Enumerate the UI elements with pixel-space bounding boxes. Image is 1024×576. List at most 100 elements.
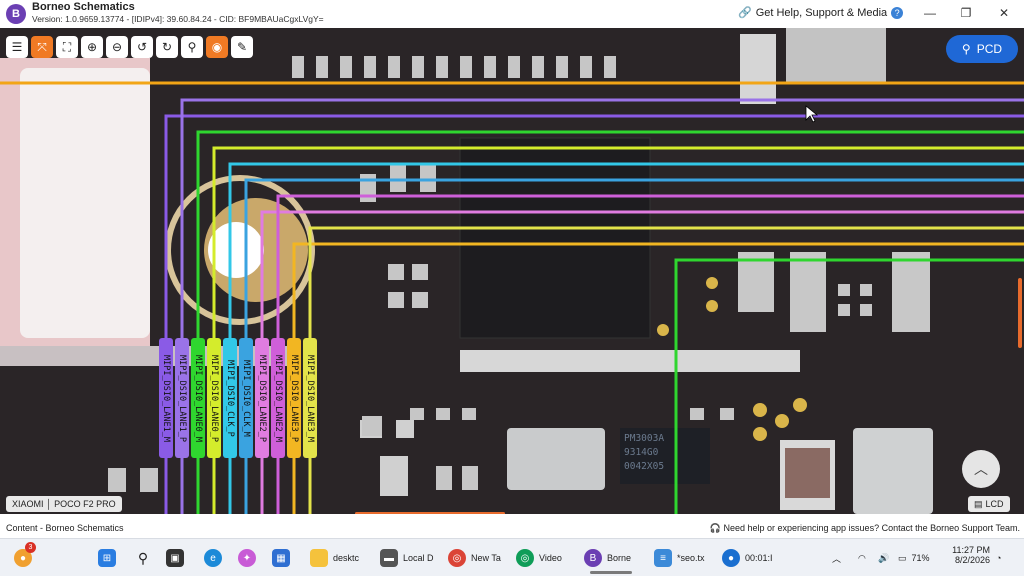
taskbar-weather[interactable]: ● — [14, 547, 32, 569]
taskbar-copilot[interactable]: ✦ — [238, 547, 256, 569]
component-low-3 — [396, 420, 414, 438]
layer-label[interactable]: ▤ LCD — [968, 496, 1010, 512]
close-button[interactable]: ✕ — [998, 6, 1010, 20]
pmic-chip — [620, 428, 710, 484]
component-mid — [738, 252, 774, 312]
taskbar-item-explorer[interactable]: desktc — [310, 547, 359, 569]
app-logo-icon: B — [6, 4, 26, 24]
taskbar-label: desktc — [333, 553, 360, 563]
net-tag-lane2-m[interactable]: MIPI_DSI0_LANE2_M — [271, 338, 285, 458]
trace-green-lower — [674, 258, 1024, 514]
mouse-icon: ◉ — [211, 40, 223, 54]
status-left-text: Content - Borneo Schematics — [6, 523, 124, 533]
search-icon: ⚲ — [137, 549, 149, 566]
search-icon: ⚲ — [187, 40, 197, 54]
tray-wifi[interactable]: ◠ — [858, 547, 866, 569]
vertical-scrollbar[interactable] — [1018, 278, 1022, 348]
taskbar-task-view[interactable]: ▣ — [166, 547, 184, 569]
taskbar-item-local-disk[interactable]: ▬ Local D — [380, 547, 434, 569]
rotate-left-icon: ↺ — [136, 40, 148, 54]
support-link[interactable]: 🎧 Need help or experiencing app issues? … — [710, 523, 1020, 534]
trace-lane2-p — [260, 210, 1024, 338]
notification-badge: 3 — [25, 542, 36, 553]
tray-volume[interactable]: 🔊 — [878, 547, 889, 569]
trace-lane0-p — [212, 146, 1024, 338]
zoom-in-button[interactable]: ⊕ — [81, 36, 103, 58]
list-icon: ☰ — [11, 40, 23, 54]
clock-date: 8/2/2026 — [954, 555, 990, 565]
net-tag-lane0-p[interactable]: MIPI_DSI0_LANE0_P — [207, 338, 221, 458]
pcd-button[interactable]: ⚲ PCD — [946, 35, 1018, 63]
taskbar-item-recorder[interactable]: ● 00:01:I — [722, 547, 773, 569]
tray-battery[interactable]: ▭ 71% — [898, 547, 930, 569]
windows-icon: ⊞ — [98, 549, 116, 567]
net-tag-lane1-m[interactable]: MIPI_DSI0_LANE1_M — [159, 338, 173, 458]
notepad-icon: ≡ — [654, 549, 672, 567]
trace-lane1-p — [180, 98, 1024, 338]
start-button[interactable]: ⊞ — [98, 547, 116, 569]
scroll-up-button[interactable]: ︿ — [962, 450, 1000, 488]
horizontal-scrollbar[interactable] — [355, 512, 505, 514]
taskbar-edge[interactable]: e — [204, 547, 222, 569]
fit-icon: ⤧ — [37, 39, 47, 54]
search-button[interactable]: ⚲ — [181, 36, 203, 58]
minimize-button[interactable]: — — [924, 6, 936, 20]
recorder-icon: ● — [722, 549, 740, 567]
notification-bell-icon: ◔ — [996, 553, 1002, 563]
fullscreen-button[interactable]: ⛶ — [56, 36, 78, 58]
chip-marking-line-2: 9314G0 — [624, 447, 659, 458]
borneo-icon: B — [584, 549, 602, 567]
draw-icon: ✎ — [236, 40, 248, 54]
trace-clk-p — [228, 162, 1024, 338]
component-top — [740, 34, 776, 104]
mouse-button[interactable]: ◉ — [206, 36, 228, 58]
chevron-up-icon: ︿ — [974, 461, 988, 477]
layer-icon: ▤ — [974, 498, 983, 509]
fit-button[interactable]: ⤧ — [31, 36, 53, 58]
rotate-right-button[interactable]: ↻ — [156, 36, 178, 58]
taskbar-item-chrome-newtab[interactable]: ◎ New Ta — [448, 547, 501, 569]
search-icon: ⚲ — [961, 42, 971, 56]
weather-icon: ● — [14, 549, 32, 567]
component-top-2 — [786, 28, 886, 84]
net-tag-lane1-p[interactable]: MIPI_DSI0_LANE1_P — [175, 338, 189, 458]
rotate-right-icon: ↻ — [161, 40, 173, 54]
edge-icon: e — [204, 549, 222, 567]
taskbar-label: Video — [539, 553, 562, 563]
trace-lane3-m — [308, 226, 1024, 338]
net-tag-clk-m[interactable]: MIPI_DSI0_CLK_M — [239, 338, 253, 458]
board-canvas[interactable]: MIPI_DSI0_LANE1_M MIPI_DSI0_LANE1_P MIPI… — [0, 28, 1024, 514]
taskbar-item-notepad[interactable]: ≡ *seo.tx — [654, 547, 705, 569]
rotate-left-button[interactable]: ↺ — [131, 36, 153, 58]
taskbar: ● 3 ⊞ ⚲ ▣ e ✦ ▦ desktc ▬ Local D ◎ New T… — [0, 538, 1024, 576]
task-view-icon: ▣ — [166, 549, 184, 567]
gold-pads — [657, 277, 807, 441]
net-tag-lane2-p[interactable]: MIPI_DSI0_LANE2_P — [255, 338, 269, 458]
clock[interactable]: 11:27 PM 8/2/2026 — [948, 545, 990, 565]
display-glass — [20, 68, 150, 338]
maximize-button[interactable]: ❐ — [960, 6, 972, 20]
trace-lane1-m — [164, 114, 1024, 338]
tray-notifications[interactable]: ◔ — [996, 547, 1001, 569]
net-tag-lane0-m[interactable]: MIPI_DSI0_LANE0_M — [191, 338, 205, 458]
taskbar-store[interactable]: ▦ — [272, 547, 290, 569]
list-button[interactable]: ☰ — [6, 36, 28, 58]
net-tag-clk-p[interactable]: MIPI_DSI0_CLK_P — [223, 338, 237, 458]
net-tag-lane3-p[interactable]: MIPI_DSI0_LANE3_P — [287, 338, 301, 458]
battery-percent: 71% — [911, 553, 930, 563]
tray-overflow[interactable]: ︿ — [832, 547, 841, 569]
zoom-out-button[interactable]: ⊖ — [106, 36, 128, 58]
store-icon: ▦ — [272, 549, 290, 567]
fullscreen-icon: ⛶ — [62, 39, 72, 54]
help-link-label: Get Help, Support & Media — [755, 6, 888, 19]
draw-button[interactable]: ✎ — [231, 36, 253, 58]
net-tag-lane3-m[interactable]: MIPI_DSI0_LANE3_M — [303, 338, 317, 458]
taskbar-item-chrome-video[interactable]: ◎ Video — [516, 547, 562, 569]
taskbar-item-borneo[interactable]: B Borne — [584, 547, 631, 569]
help-link[interactable]: 🔗 Get Help, Support & Media ? — [738, 6, 904, 19]
taskbar-label: Borne — [607, 553, 632, 563]
taskbar-search[interactable]: ⚲ — [134, 547, 152, 569]
shield-can — [507, 428, 605, 490]
help-icon: ? — [891, 6, 904, 19]
chrome-icon: ◎ — [516, 549, 534, 567]
